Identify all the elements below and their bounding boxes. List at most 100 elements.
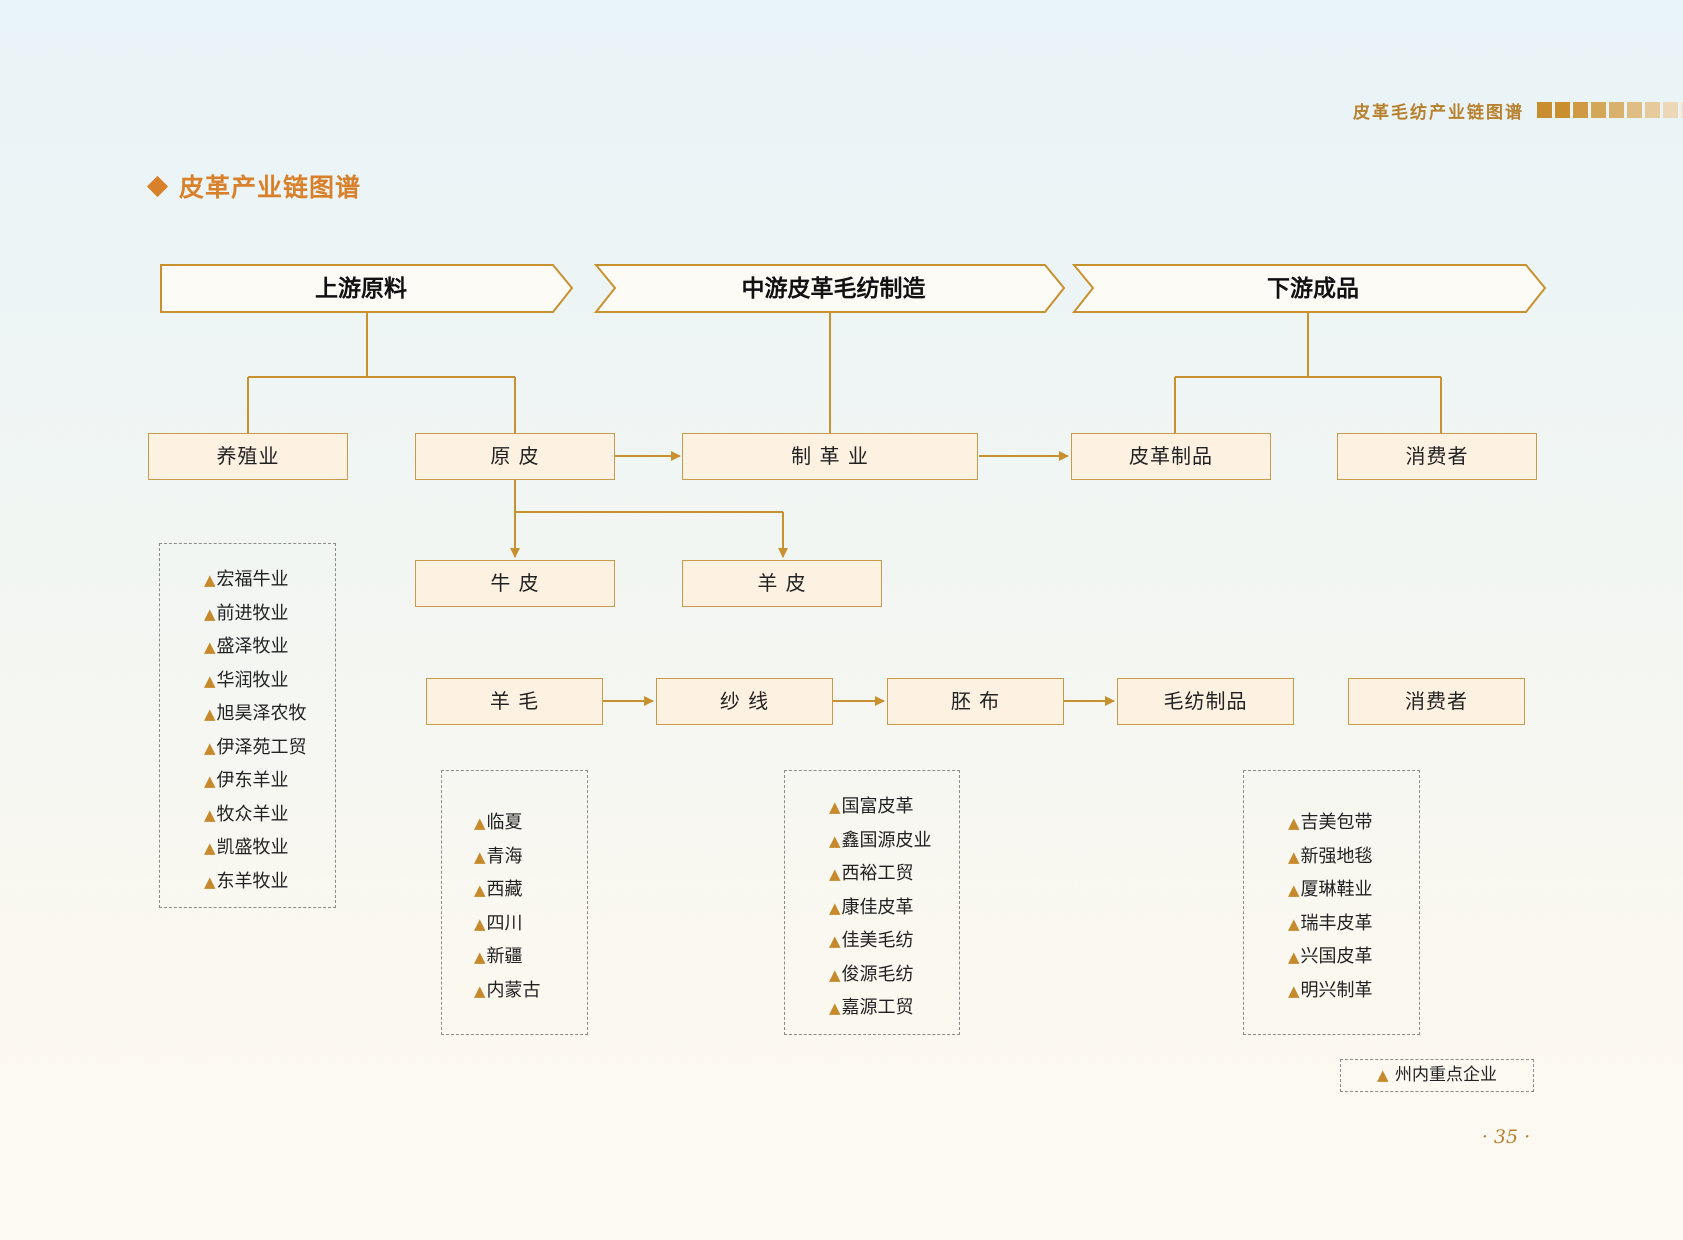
triangle-icon: ▲ xyxy=(829,898,841,917)
list-item: ▲明兴制革 xyxy=(1288,974,1419,1008)
list-item-label: 佳美毛纺 xyxy=(841,930,914,951)
triangle-icon: ▲ xyxy=(204,604,216,623)
triangle-icon: ▲ xyxy=(1288,881,1300,899)
list-item-label: 瑞丰皮革 xyxy=(1300,912,1373,934)
list-item: ▲西裕工贸 xyxy=(829,857,959,891)
decorative-square xyxy=(1663,102,1678,118)
node-leather-products: 皮革制品 xyxy=(1071,433,1271,480)
decorative-square xyxy=(1681,102,1683,118)
triangle-icon: ▲ xyxy=(829,798,841,816)
triangle-icon: ▲ xyxy=(204,638,216,656)
list-item: ▲瑞丰皮革 xyxy=(1288,907,1419,941)
list-item: ▲国富皮革 xyxy=(829,790,959,824)
stage-label-downstream: 下游成品 xyxy=(1267,276,1359,302)
triangle-icon: ▲ xyxy=(829,831,841,850)
decorative-squares xyxy=(1537,102,1683,118)
triangle-icon: ▲ xyxy=(204,805,216,824)
product-companies-box: ▲吉美包带▲新强地毯▲厦琳鞋业▲瑞丰皮革▲兴国皮革▲明兴制革 xyxy=(1243,770,1420,1035)
decorative-square xyxy=(1609,102,1624,118)
list-item: ▲伊东羊业 xyxy=(204,764,335,798)
list-item: ▲青海 xyxy=(474,840,587,874)
triangle-icon: ▲ xyxy=(204,872,216,891)
list-item: ▲西藏 xyxy=(474,873,587,907)
triangle-icon: ▲ xyxy=(1288,814,1300,832)
list-item: ▲华润牧业 xyxy=(204,664,335,698)
list-item: ▲四川 xyxy=(474,907,587,941)
triangle-icon: ▲ xyxy=(204,738,216,757)
triangle-icon: ▲ xyxy=(474,847,486,866)
list-item: ▲牧众羊业 xyxy=(204,798,335,832)
list-item-label: 鑫国源皮业 xyxy=(841,829,932,851)
node-consumer-wool: 消费者 xyxy=(1348,678,1525,725)
list-item: ▲新强地毯 xyxy=(1288,840,1419,874)
list-item-label: 青海 xyxy=(486,845,523,867)
decorative-square xyxy=(1573,102,1588,118)
list-item: ▲伊泽苑工贸 xyxy=(204,731,335,765)
list-item-label: 嘉源工贸 xyxy=(841,997,914,1018)
list-item-label: 盛泽牧业 xyxy=(216,636,289,657)
section-heading: 皮革产业链图谱 xyxy=(146,168,362,204)
list-item: ▲吉美包带 xyxy=(1288,806,1419,840)
page-number: · 35 · xyxy=(1476,1126,1536,1148)
list-item-label: 伊东羊业 xyxy=(216,770,289,791)
list-item: ▲盛泽牧业 xyxy=(204,630,335,664)
decorative-square xyxy=(1537,102,1552,118)
list-item: ▲东羊牧业 xyxy=(204,865,335,899)
node-sheepskin: 羊 皮 xyxy=(682,560,882,607)
decorative-square xyxy=(1627,102,1642,118)
triangle-icon: ▲ xyxy=(1288,948,1300,966)
list-item: ▲凯盛牧业 xyxy=(204,831,335,865)
triangle-icon: ▲ xyxy=(1288,981,1300,1000)
decorative-square xyxy=(1555,102,1570,118)
list-item-label: 凯盛牧业 xyxy=(216,837,289,858)
regions-box: ▲临夏▲青海▲西藏▲四川▲新疆▲内蒙古 xyxy=(441,770,588,1035)
node-grey-cloth: 胚 布 xyxy=(887,678,1064,725)
list-item-label: 前进牧业 xyxy=(216,602,289,624)
list-item: ▲鑫国源皮业 xyxy=(829,824,959,858)
triangle-icon: ▲ xyxy=(1288,847,1300,866)
list-item-label: 康佳皮革 xyxy=(841,896,914,918)
triangle-icon: ▲ xyxy=(829,932,841,950)
triangle-icon: ▲ xyxy=(474,914,486,933)
list-item-label: 西裕工贸 xyxy=(841,863,914,884)
node-tanning: 制 革 业 xyxy=(682,433,978,480)
manufacturers-box: ▲国富皮革▲鑫国源皮业▲西裕工贸▲康佳皮革▲佳美毛纺▲俊源毛纺▲嘉源工贸 xyxy=(784,770,960,1035)
section-title: 皮革产业链图谱 xyxy=(179,173,362,202)
triangle-icon: ▲ xyxy=(1377,1066,1389,1084)
running-title: 皮革毛纺产业链图谱 xyxy=(1353,103,1524,123)
decorative-square xyxy=(1645,102,1660,118)
list-item-label: 西藏 xyxy=(486,879,523,900)
breeding-companies-list: ▲宏福牛业▲前进牧业▲盛泽牧业▲华润牧业▲旭昊泽农牧▲伊泽苑工贸▲伊东羊业▲牧众… xyxy=(160,544,335,898)
tree-line-upstream xyxy=(247,312,516,433)
list-item-label: 新疆 xyxy=(486,946,523,967)
list-item-label: 宏福牛业 xyxy=(216,569,289,590)
list-item: ▲内蒙古 xyxy=(474,974,587,1008)
list-item: ▲新疆 xyxy=(474,940,587,974)
node-consumer-leather: 消费者 xyxy=(1337,433,1537,480)
list-item: ▲兴国皮革 xyxy=(1288,940,1419,974)
list-item: ▲佳美毛纺 xyxy=(829,924,959,958)
triangle-icon: ▲ xyxy=(474,981,486,1000)
list-item-label: 旭昊泽农牧 xyxy=(216,703,307,724)
tree-line-downstream xyxy=(1174,312,1442,433)
triangle-icon: ▲ xyxy=(474,881,486,899)
list-item: ▲临夏 xyxy=(474,806,587,840)
node-cowhide: 牛 皮 xyxy=(415,560,615,607)
list-item: ▲康佳皮革 xyxy=(829,891,959,925)
triangle-icon: ▲ xyxy=(204,571,216,589)
stage-banner-downstream xyxy=(1071,264,1547,313)
product-companies-list: ▲吉美包带▲新强地毯▲厦琳鞋业▲瑞丰皮革▲兴国皮革▲明兴制革 xyxy=(1244,771,1419,1007)
list-item: ▲前进牧业 xyxy=(204,597,335,631)
list-item-label: 伊泽苑工贸 xyxy=(216,736,307,758)
list-item: ▲俊源毛纺 xyxy=(829,958,959,992)
list-item-label: 牧众羊业 xyxy=(216,803,289,825)
triangle-icon: ▲ xyxy=(1288,914,1300,933)
triangle-icon: ▲ xyxy=(204,772,216,790)
list-item: ▲旭昊泽农牧 xyxy=(204,697,335,731)
list-item-label: 新强地毯 xyxy=(1300,845,1373,867)
list-item-label: 明兴制革 xyxy=(1300,979,1373,1001)
list-item-label: 临夏 xyxy=(486,812,523,833)
stage-banner-upstream xyxy=(160,264,574,313)
node-wool: 羊 毛 xyxy=(426,678,603,725)
